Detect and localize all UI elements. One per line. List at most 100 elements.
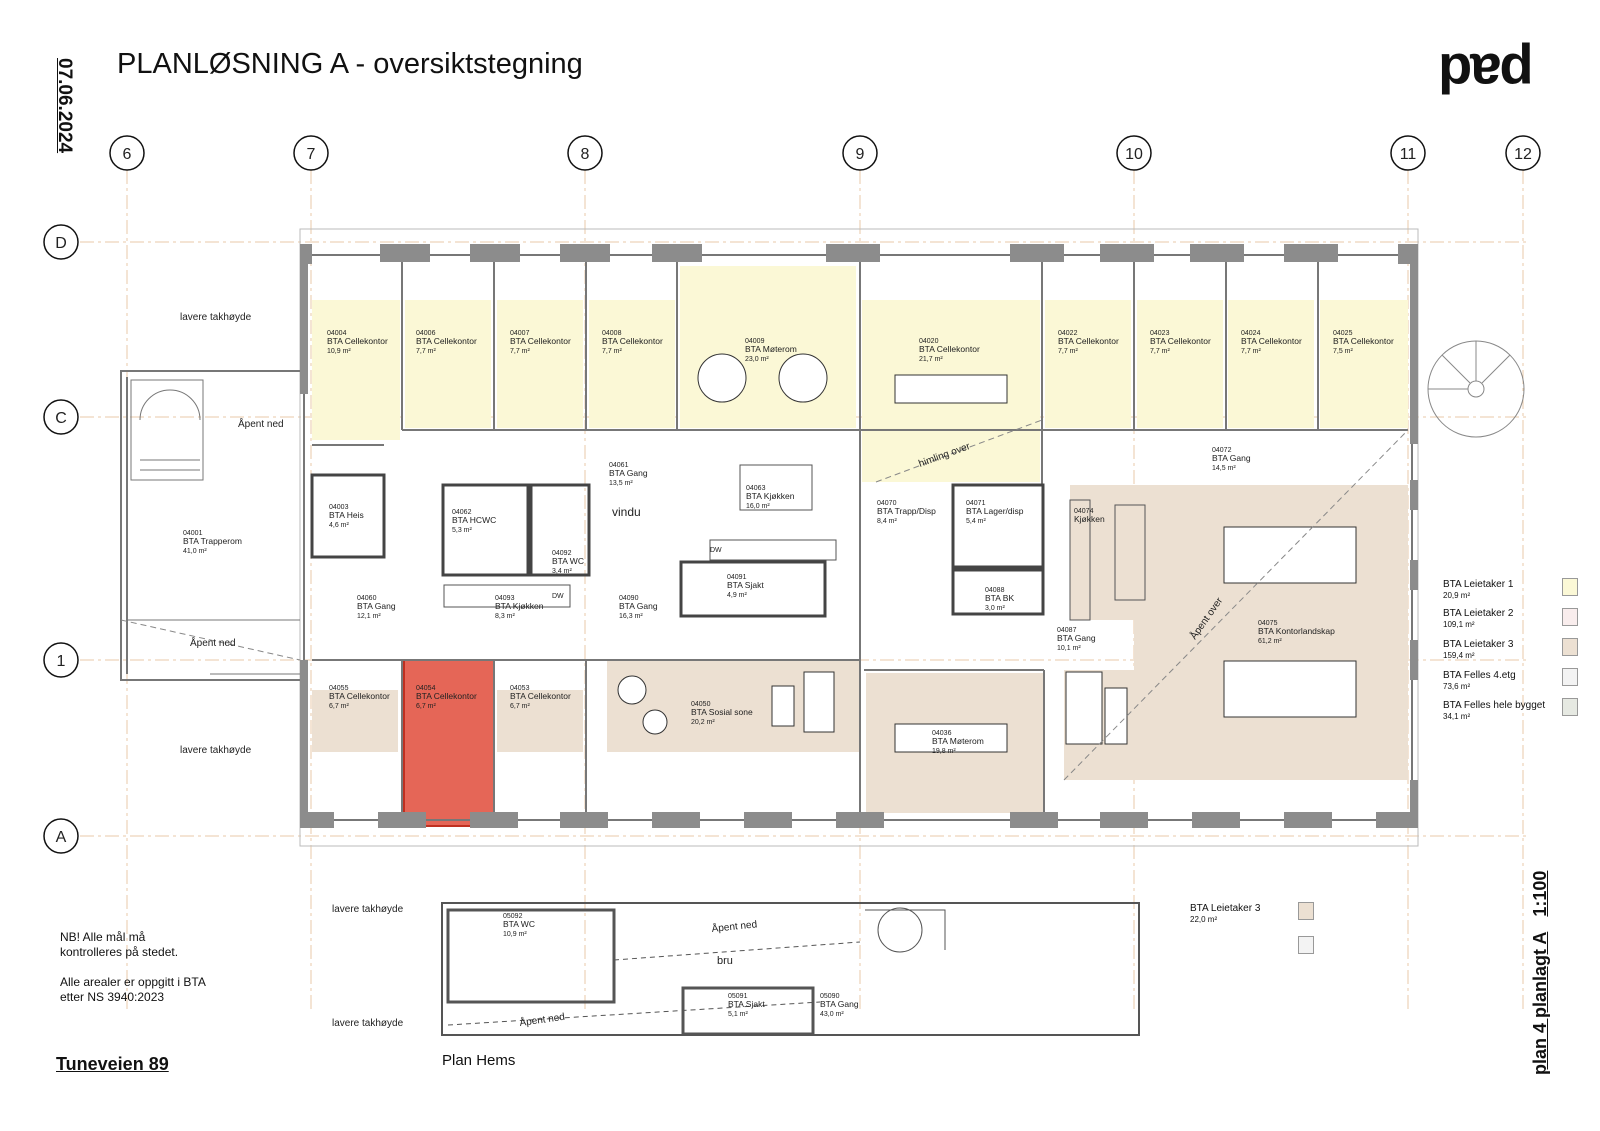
legend-label: BTA Leietaker 2 [1443, 608, 1514, 619]
room-area: 5,4 m² [966, 518, 987, 525]
room-id: 04022 [1058, 330, 1078, 337]
room-name: BTA Cellekontor [1058, 336, 1119, 346]
project-address: Tuneveien 89 [56, 1054, 169, 1074]
legend-area: 34,1 m² [1443, 712, 1471, 721]
room-area: 10,9 m² [503, 931, 527, 938]
room-name: BTA Cellekontor [416, 336, 477, 346]
room-area: 16,0 m² [746, 503, 770, 510]
room-id: 04070 [877, 500, 897, 507]
grid-label-row: C [55, 410, 67, 427]
legend-label: BTA Felles 4.etg [1443, 670, 1516, 681]
room-area: 16,3 m² [619, 613, 643, 620]
room-area: 3,0 m² [985, 605, 1006, 612]
room-area: 4,9 m² [727, 592, 748, 599]
opening-diagonals [120, 419, 1409, 781]
legend-label: BTA Leietaker 3 [1190, 903, 1261, 914]
room-area: 61,2 m² [1258, 638, 1282, 645]
room-name: Kjøkken [1074, 514, 1105, 524]
room-name: BTA WC [503, 919, 535, 929]
room-name: BTA Lager/disp [966, 506, 1024, 516]
grid-bubbles [43, 135, 1541, 854]
annotation-apent-ned: Åpent ned [190, 636, 236, 649]
annotation-dw: DW [710, 547, 722, 554]
legend-label: BTA Leietaker 3 [1443, 639, 1514, 650]
room-name: BTA Sosial sone [691, 707, 753, 717]
room-area: 20,2 m² [691, 719, 715, 726]
grid-label-row: 1 [57, 653, 66, 670]
room-area: 7,7 m² [1058, 348, 1079, 355]
note-measure-1: NB! Alle mål må [60, 930, 146, 944]
room-name: BTA Kjøkken [746, 491, 795, 501]
legend-area: 73,6 m² [1443, 682, 1471, 691]
room-area: 14,5 m² [1212, 465, 1236, 472]
room-id: 04008 [602, 330, 622, 337]
annotation-vindu: vindu [612, 505, 641, 519]
room-name: BTA Gang [619, 601, 658, 611]
page-title: PLANLØSNING A - oversiktstegning [117, 48, 583, 80]
legend-swatch-hems-leietaker3 [1298, 902, 1314, 920]
grid-label-col: 8 [581, 146, 590, 163]
room-id: 04053 [510, 685, 530, 692]
room-id: 04060 [357, 595, 377, 602]
grid-label-col: 9 [856, 146, 865, 163]
annotation-bru: bru [717, 955, 733, 967]
room-id: 04007 [510, 330, 530, 337]
room-id: 04009 [745, 338, 765, 345]
room-area: 8,3 m² [495, 613, 516, 620]
room-id: 05092 [503, 913, 523, 920]
grid-label-col: 6 [123, 146, 132, 163]
highlighted-cell-04054[interactable] [403, 659, 495, 827]
room-name: BTA Trapperom [183, 536, 242, 546]
room-name: BTA Cellekontor [510, 336, 571, 346]
core-walls [310, 473, 1045, 618]
legend-label: BTA Felles hele bygget [1443, 700, 1546, 711]
room-name: BTA Gang [1057, 633, 1096, 643]
sheet-name: plan 4 planlagt A [1530, 931, 1550, 1075]
wall-thick [300, 244, 1418, 828]
grid-label-col: 10 [1125, 146, 1143, 163]
legend-area: 159,4 m² [1443, 651, 1475, 660]
legend-swatch-leietaker2 [1562, 608, 1578, 626]
room-id: 04020 [919, 338, 939, 345]
room-name: BTA WC [552, 556, 584, 566]
room-name: BTA Gang [820, 999, 859, 1009]
room-area: 7,7 m² [1150, 348, 1171, 355]
legend-area: 22,0 m² [1190, 915, 1218, 924]
kitchen-counters [443, 464, 1146, 621]
building-outline [299, 228, 1419, 847]
room-name: BTA Gang [609, 468, 648, 478]
note-area-1: Alle arealer er oppgitt i BTA [60, 975, 206, 989]
grid-label-row: A [56, 829, 67, 846]
room-area: 7,7 m² [1241, 348, 1262, 355]
spiral-stair-icon [1427, 340, 1525, 438]
drawing-date: 07.06.2024 [48, 58, 78, 168]
room-name: BTA HCWC [452, 515, 496, 525]
room-id: 04025 [1333, 330, 1353, 337]
room-name: BTA Gang [357, 601, 396, 611]
logo: pad [1440, 42, 1534, 105]
room-name: BTA Cellekontor [329, 691, 390, 701]
room-name: BTA Møterom [932, 736, 984, 746]
annotation-lavere-takhoyde: lavere takhøyde [332, 904, 404, 915]
room-area: 19,8 m² [932, 748, 956, 755]
legend-swatch-leietaker3 [1562, 638, 1578, 656]
